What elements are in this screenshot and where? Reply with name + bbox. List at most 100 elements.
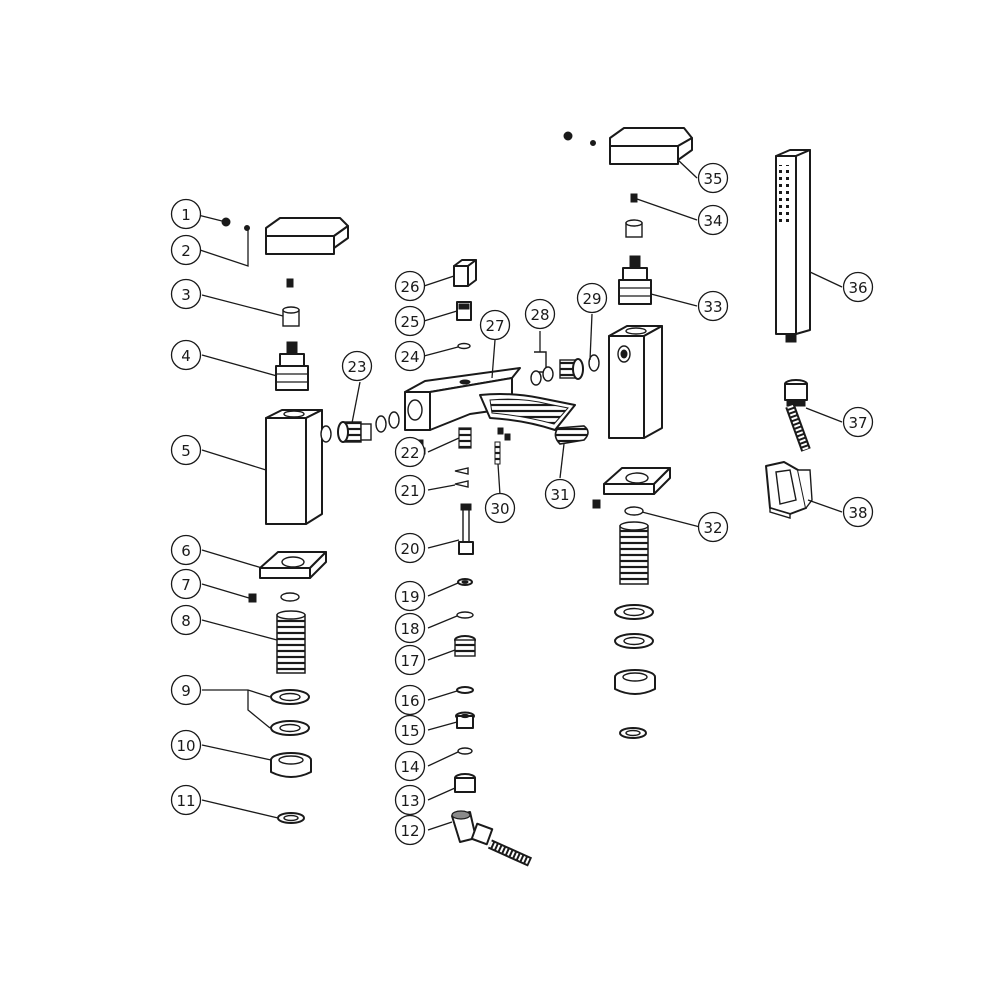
callout-number: 31 [550,486,569,504]
callout-number: 4 [181,347,191,365]
callout-circle [394,474,426,506]
callout-number: 29 [582,290,601,308]
callout-18: 18 [394,612,426,644]
part-cartridge-left [275,341,309,391]
callout-2: 2 [170,234,202,266]
callout-circle [394,814,426,846]
part-o-ring-14 [457,747,473,755]
part-spout-body-27 [404,367,576,431]
callout-33: 33 [697,290,729,322]
callout-number: 27 [485,317,504,335]
callout-circle [697,290,729,322]
callout-number: 12 [400,822,419,840]
shower-handset-assembly [765,149,813,519]
part-shower-handset-36 [775,149,811,343]
callouts: 1234567891011121314151617181920212223242… [170,162,874,846]
callout-10: 10 [170,729,202,761]
callout-5: 5 [170,434,202,466]
part-o-ring-23b [375,415,387,433]
callout-35: 35 [697,162,729,194]
callout-circle [842,496,874,528]
part-lever-handle-left [265,217,349,255]
right-valve-assembly [554,127,693,739]
part-cap-screw-right [630,193,638,203]
part-o-ring-left [280,592,300,602]
part-grub-screw-left [221,217,231,227]
part-insert-25 [456,301,472,321]
callout-number: 35 [703,170,722,188]
part-connector-29 [559,358,584,380]
part-small-screw-right [590,140,596,146]
callout-circle [394,532,426,564]
callout-9: 9 [170,674,202,706]
callout-number: 24 [400,348,419,366]
callout-circle [341,350,373,382]
callout-36: 36 [842,271,874,303]
part-elbow-hose-12 [451,810,533,867]
part-small-screw-left [244,225,250,231]
callout-number: 11 [176,792,195,810]
part-spring-22 [458,427,472,449]
callout-circle [170,434,202,466]
callout-38: 38 [842,496,874,528]
callout-37: 37 [842,406,874,438]
callout-circle [394,644,426,676]
part-wall-bracket-38 [765,461,813,519]
callout-24: 24 [394,340,426,372]
callout-3: 3 [170,278,202,310]
callout-circle [394,684,426,716]
callout-32: 32 [697,511,729,543]
callout-circle [170,604,202,636]
part-cartridge-right [618,255,652,305]
callout-number: 10 [176,737,195,755]
callout-28: 28 [524,298,556,330]
callout-7: 7 [170,568,202,600]
callout-11: 11 [170,784,202,816]
part-o-ring-right [624,506,644,516]
callout-number: 3 [181,286,191,304]
callout-circle [697,511,729,543]
callout-circle [484,492,516,524]
part-o-ring-23a [320,425,332,443]
callout-circle [170,729,202,761]
callout-number: 5 [181,442,191,460]
callout-12: 12 [394,814,426,846]
callout-number: 16 [400,692,419,710]
callout-number: 20 [400,540,419,558]
part-lever-handle-right [609,127,693,165]
part-nut-17 [454,635,476,657]
callout-number: 15 [400,722,419,740]
callout-number: 1 [181,206,191,224]
callout-circle [394,436,426,468]
callout-26: 26 [394,270,426,302]
part-back-nut-left [270,752,312,778]
callout-number: 2 [181,242,191,260]
callout-number: 34 [703,212,722,230]
part-grub-screw-right [563,131,573,141]
callout-circle [170,674,202,706]
callout-circle [544,478,576,510]
part-o-ring-28a [530,370,542,386]
callout-number: 30 [490,500,509,518]
callout-20: 20 [394,532,426,564]
callout-15: 15 [394,714,426,746]
callout-circle [170,198,202,230]
callout-circle [170,234,202,266]
part-o-ring-29 [588,354,600,372]
callout-circle [170,339,202,371]
part-hose-connector-37 [784,379,811,452]
part-o-ring-18 [456,611,474,619]
callout-number: 38 [848,504,867,522]
callout-6: 6 [170,534,202,566]
callout-17: 17 [394,644,426,676]
callout-circle [170,568,202,600]
callout-22: 22 [394,436,426,468]
part-threaded-shank-right [619,521,649,585]
callout-number: 25 [400,313,419,331]
part-screw-30a [497,427,504,435]
callout-19: 19 [394,580,426,612]
part-valve-body-right [608,325,663,439]
callout-number: 14 [400,758,419,776]
part-threaded-shank-left [276,610,306,674]
